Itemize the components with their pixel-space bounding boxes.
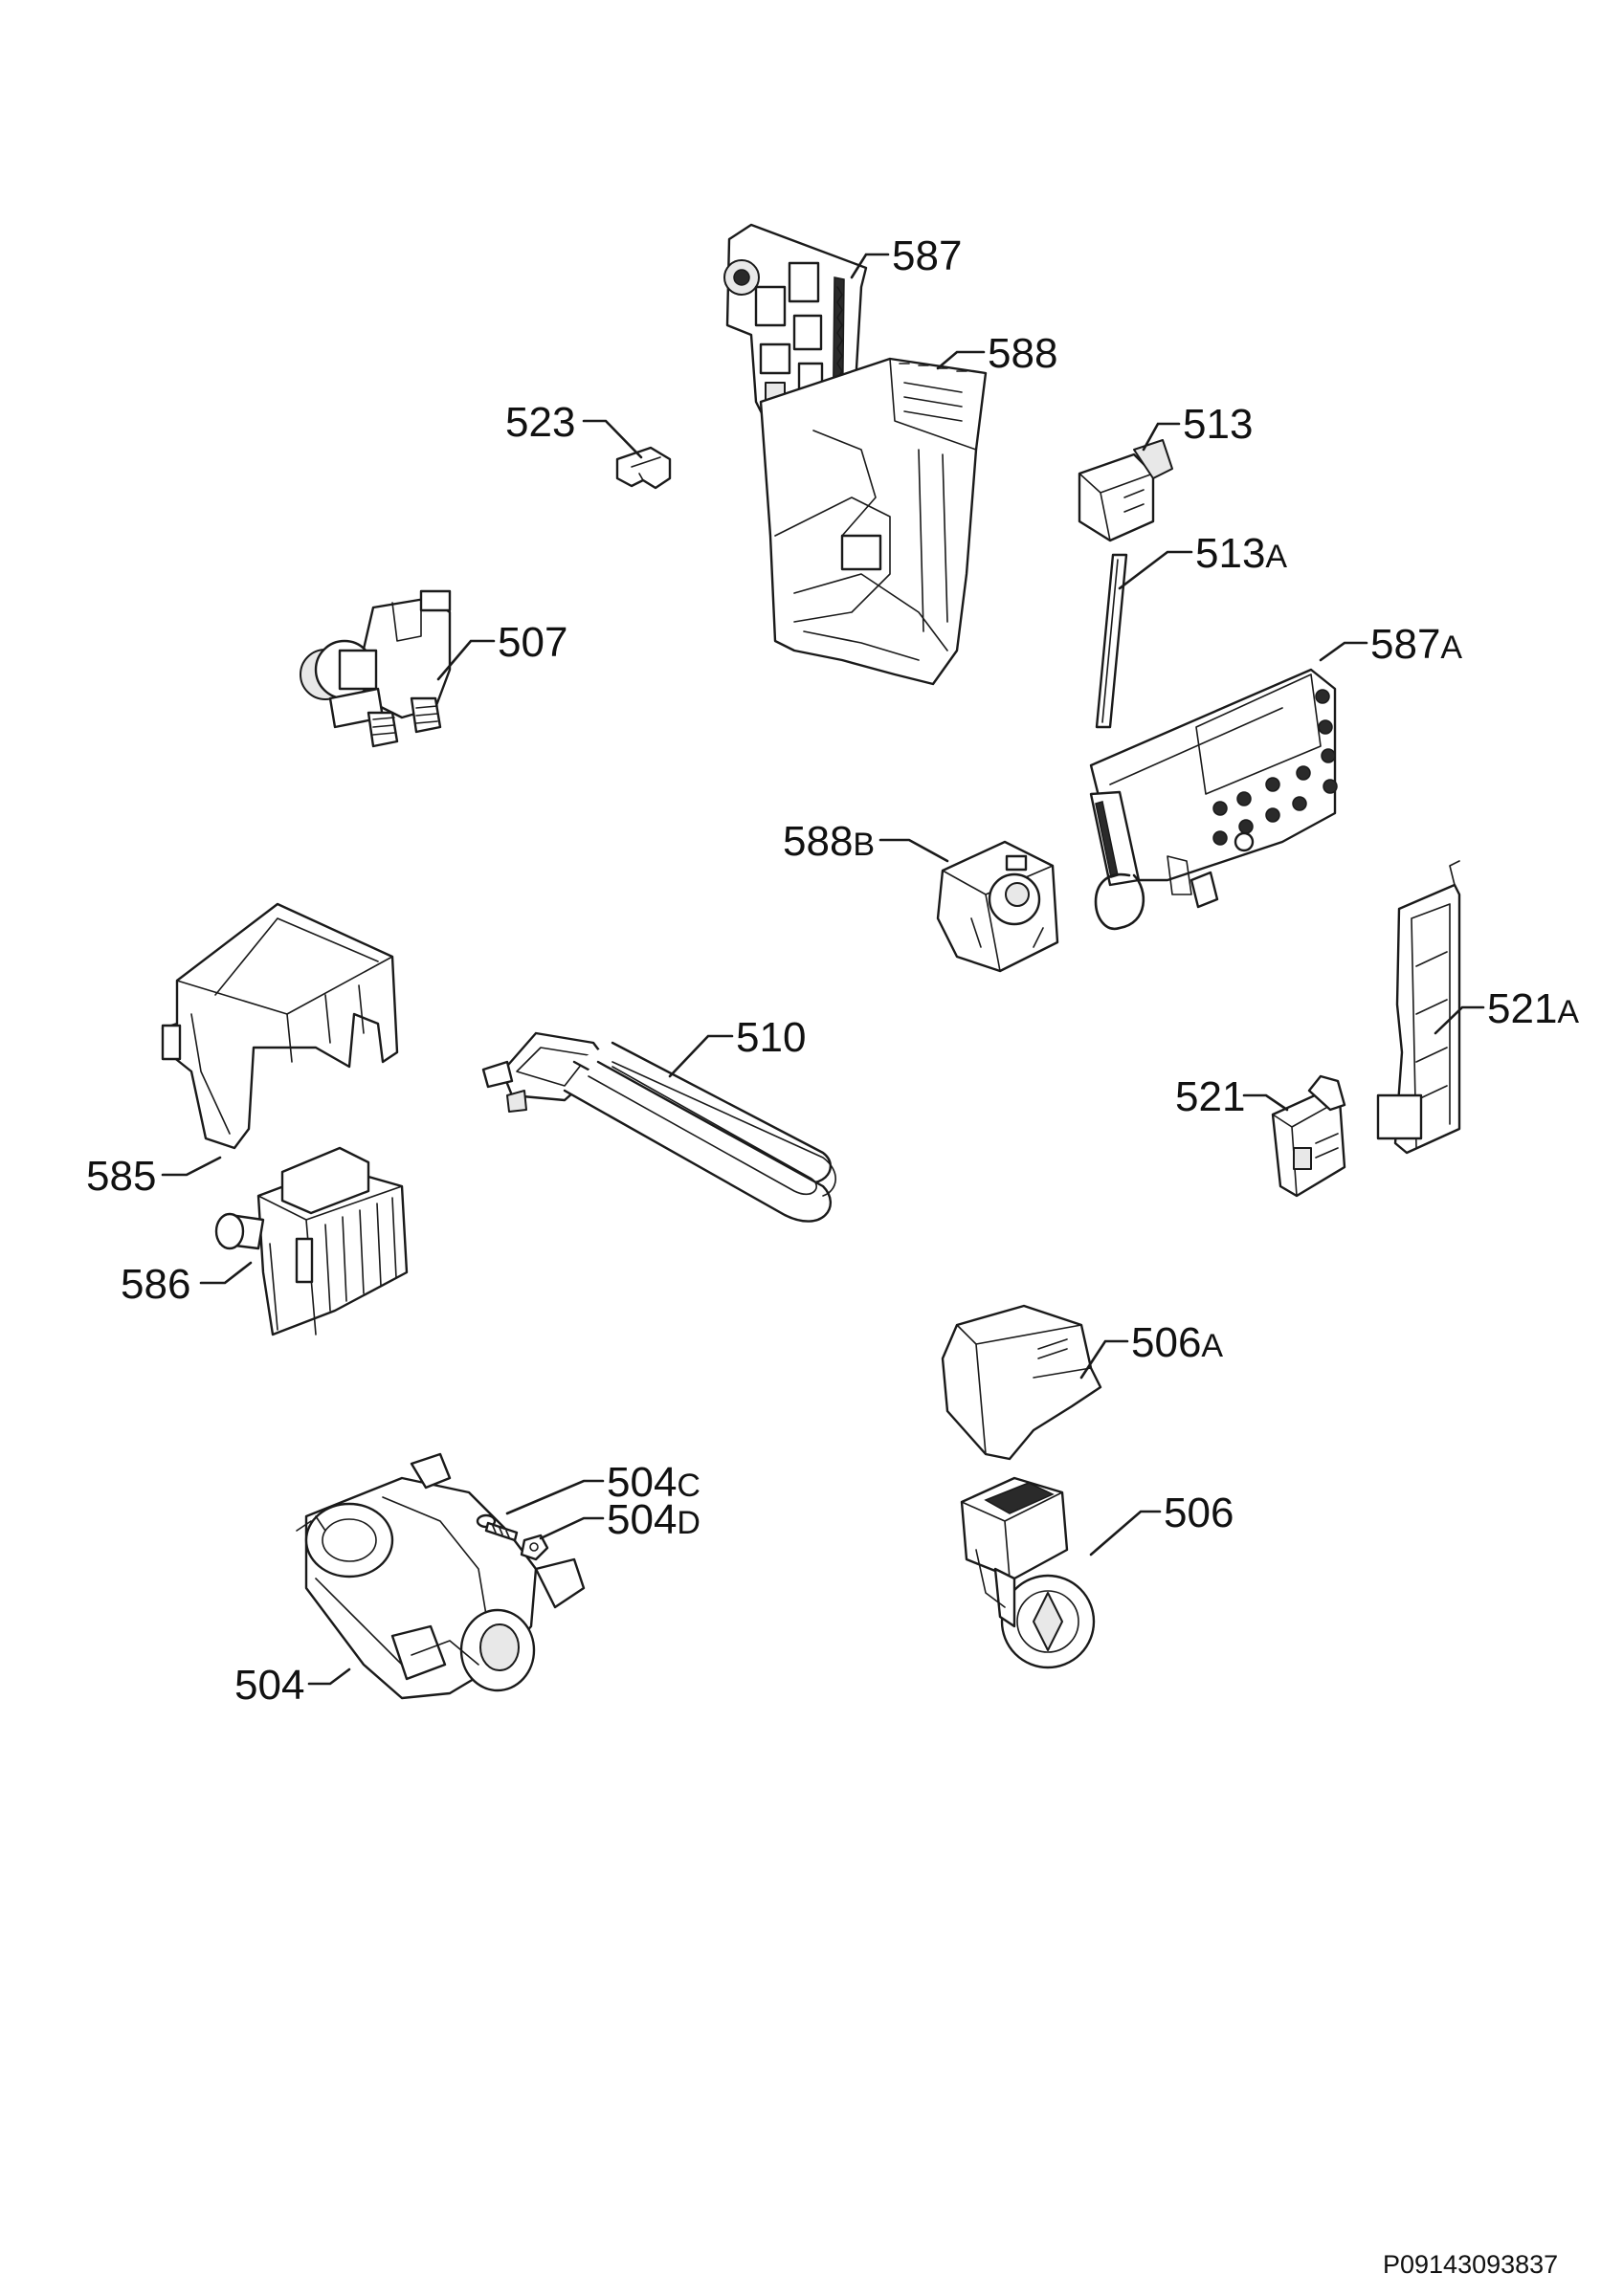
label-521: 521 <box>1175 1073 1245 1120</box>
part-521a-long-bracket[interactable] <box>1376 860 1461 1155</box>
display-board-buttons <box>1212 689 1338 846</box>
part-513a-rod[interactable] <box>1095 553 1128 729</box>
part-506-drain-pump[interactable] <box>960 1476 1096 1669</box>
part-labels: 587 588 523 513 513A 507 587A 588B 521A … <box>86 232 1579 1709</box>
part-513-block[interactable] <box>1078 439 1173 542</box>
label-521a: 521A <box>1487 985 1579 1032</box>
label-587a: 587A <box>1370 621 1462 668</box>
part-586-motor-module[interactable] <box>214 1146 409 1336</box>
document-id: P09143093837 <box>1383 2250 1558 2279</box>
label-506: 506 <box>1164 1490 1234 1536</box>
part-507-inlet-valve[interactable] <box>300 589 452 748</box>
label-586: 586 <box>121 1261 190 1308</box>
part-587a-display-board[interactable] <box>1089 668 1338 931</box>
part-588b-pressure-switch[interactable] <box>936 840 1059 973</box>
part-523-clip[interactable] <box>615 446 672 490</box>
label-507: 507 <box>498 619 567 666</box>
label-504d: 504D <box>607 1496 700 1543</box>
label-585: 585 <box>86 1153 156 1200</box>
part-504-motor[interactable] <box>296 1452 586 1700</box>
label-588: 588 <box>988 330 1057 377</box>
label-513: 513 <box>1183 401 1253 448</box>
label-587: 587 <box>892 232 962 279</box>
part-504d-nut[interactable] <box>520 1534 549 1561</box>
leader-lines <box>161 253 1485 1686</box>
label-523: 523 <box>505 399 575 446</box>
label-506a: 506A <box>1131 1319 1223 1366</box>
label-504: 504 <box>234 1662 304 1709</box>
part-504c-screw[interactable] <box>476 1513 519 1542</box>
label-504c: 504C <box>607 1459 700 1506</box>
label-588b: 588B <box>783 818 875 865</box>
part-588-board-housing[interactable] <box>759 357 988 686</box>
part-587-control-board[interactable] <box>723 223 868 452</box>
label-513a: 513A <box>1195 530 1287 577</box>
part-510-heating-element[interactable] <box>481 1031 836 1223</box>
part-521-door-lock[interactable] <box>1271 1074 1346 1198</box>
part-506a-pump-cover[interactable] <box>941 1304 1102 1461</box>
part-585-cover[interactable] <box>161 902 399 1150</box>
label-510: 510 <box>736 1014 806 1061</box>
